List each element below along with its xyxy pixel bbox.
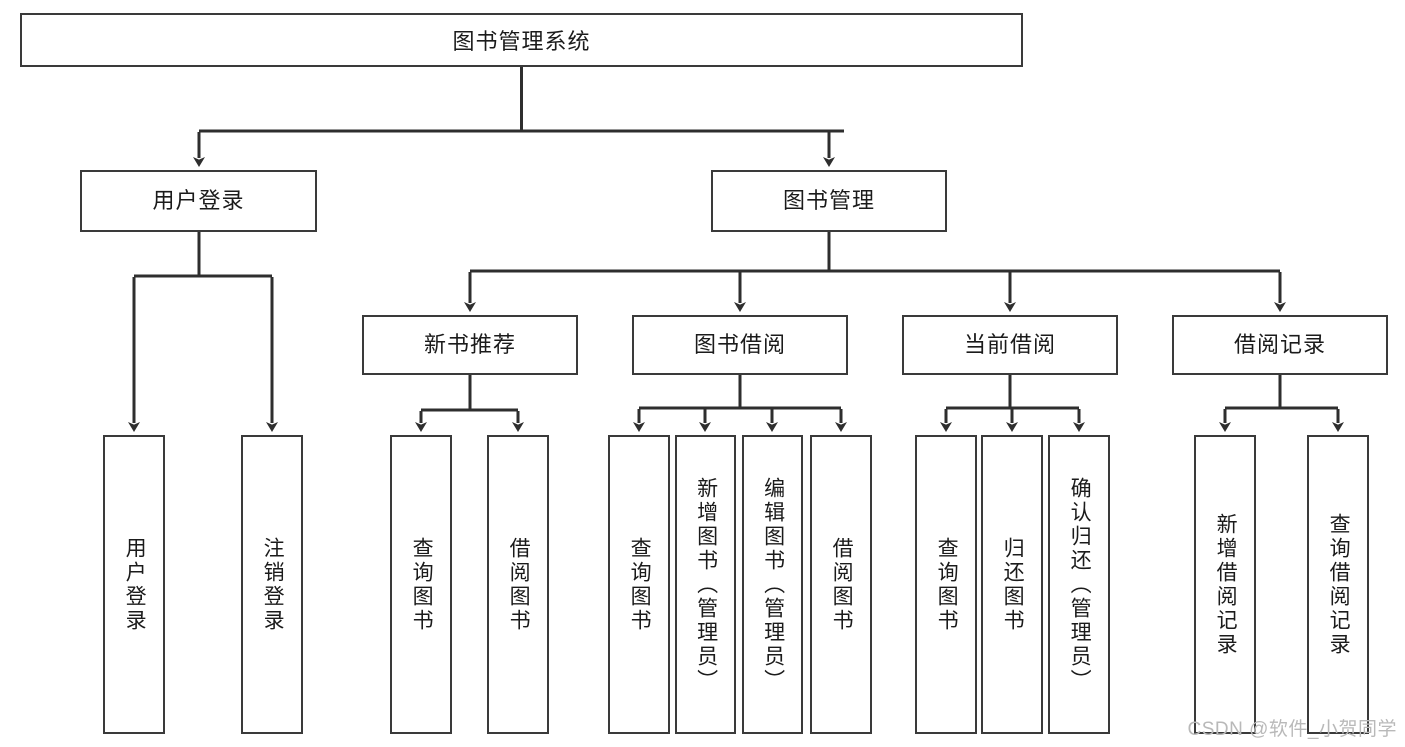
leaf-query-book-3-label: 查询图书 bbox=[935, 536, 959, 633]
leaf-add-record[interactable]: 新增借阅记录 bbox=[1194, 435, 1256, 734]
node-book-manage-label: 图书管理 bbox=[782, 187, 875, 213]
leaf-query-book-1[interactable]: 查询图书 bbox=[390, 435, 452, 734]
leaf-query-record-label: 查询借阅记录 bbox=[1327, 512, 1351, 657]
leaf-query-book-2-label: 查询图书 bbox=[628, 536, 652, 633]
leaf-edit-book-label: 编辑图书（管理员） bbox=[761, 476, 785, 693]
leaf-borrow-book-2[interactable]: 借阅图书 bbox=[810, 435, 872, 734]
leaf-user-login[interactable]: 用户登录 bbox=[103, 435, 165, 734]
node-book-manage[interactable]: 图书管理 bbox=[711, 170, 947, 232]
node-user-login[interactable]: 用户登录 bbox=[80, 170, 317, 232]
leaf-query-book-3[interactable]: 查询图书 bbox=[915, 435, 977, 734]
node-root[interactable]: 图书管理系统 bbox=[20, 13, 1023, 67]
node-user-login-label: 用户登录 bbox=[152, 187, 245, 213]
leaf-add-record-label: 新增借阅记录 bbox=[1214, 512, 1238, 657]
leaf-borrow-book-2-label: 借阅图书 bbox=[830, 536, 854, 633]
node-borrow-record[interactable]: 借阅记录 bbox=[1172, 315, 1388, 375]
leaf-user-logout-label: 注销登录 bbox=[261, 536, 285, 633]
node-book-borrow[interactable]: 图书借阅 bbox=[632, 315, 848, 375]
leaf-add-book-label: 新增图书（管理员） bbox=[694, 476, 718, 693]
watermark: CSDN @软件_小贺同学 bbox=[1187, 719, 1397, 740]
leaf-borrow-book-1-label: 借阅图书 bbox=[507, 536, 531, 633]
leaf-confirm-return[interactable]: 确认归还（管理员） bbox=[1048, 435, 1110, 734]
leaf-return-book-label: 归还图书 bbox=[1001, 536, 1025, 633]
leaf-user-logout[interactable]: 注销登录 bbox=[241, 435, 303, 734]
leaf-edit-book[interactable]: 编辑图书（管理员） bbox=[742, 435, 803, 734]
leaf-query-book-2[interactable]: 查询图书 bbox=[608, 435, 670, 734]
node-root-label: 图书管理系统 bbox=[452, 29, 591, 54]
node-borrow-record-label: 借阅记录 bbox=[1233, 331, 1326, 357]
leaf-query-book-1-label: 查询图书 bbox=[410, 536, 434, 633]
node-new-book-rec[interactable]: 新书推荐 bbox=[362, 315, 578, 375]
leaf-confirm-return-label: 确认归还（管理员） bbox=[1068, 476, 1092, 693]
leaf-user-login-label: 用户登录 bbox=[123, 536, 147, 633]
node-current-borrow-label: 当前借阅 bbox=[963, 331, 1056, 357]
node-book-borrow-label: 图书借阅 bbox=[693, 331, 786, 357]
leaf-query-record[interactable]: 查询借阅记录 bbox=[1307, 435, 1369, 734]
node-current-borrow[interactable]: 当前借阅 bbox=[902, 315, 1118, 375]
leaf-add-book[interactable]: 新增图书（管理员） bbox=[675, 435, 736, 734]
leaf-borrow-book-1[interactable]: 借阅图书 bbox=[487, 435, 549, 734]
node-new-book-rec-label: 新书推荐 bbox=[423, 331, 516, 357]
leaf-return-book[interactable]: 归还图书 bbox=[981, 435, 1043, 734]
